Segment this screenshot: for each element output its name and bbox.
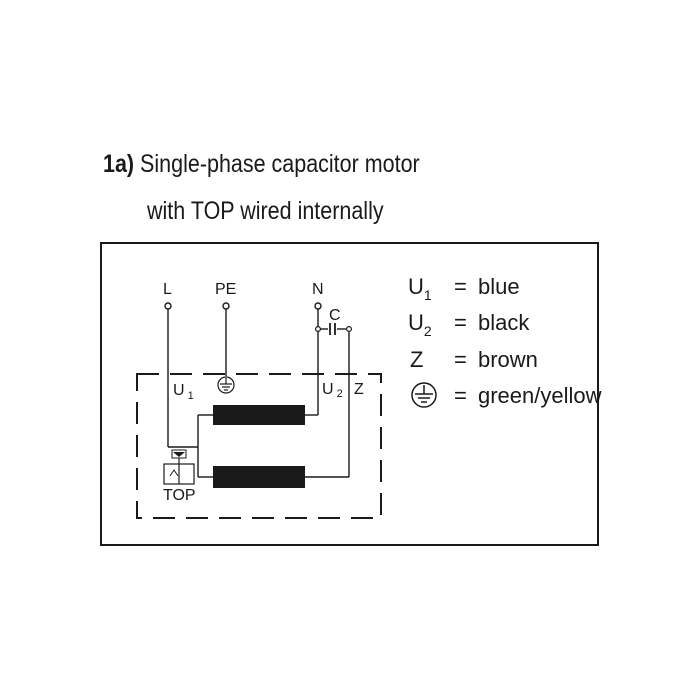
capacitor-dot-right (346, 326, 353, 333)
legend-row-1-eq: = (454, 274, 467, 299)
winding-coil-upper (213, 405, 305, 425)
heading-line-2: with TOP wired internally (147, 197, 384, 225)
terminal-l-circle (164, 302, 172, 310)
legend-row-2-symbol: U2 (408, 310, 432, 339)
terminal-label-l: L (163, 281, 172, 298)
thermal-protector-label: TOP (163, 487, 196, 504)
winding-label-z: Z (354, 381, 364, 398)
motor-housing-dashed (136, 373, 382, 519)
heading-number: 1a) (103, 150, 135, 178)
legend-row-3-symbol: Z (410, 347, 423, 372)
legend-row-3-color: brown (478, 347, 538, 372)
legend-row-4-color: green/yellow (478, 383, 602, 408)
earth-ground-icon (217, 376, 235, 394)
legend-row-1-symbol: U1 (408, 274, 432, 303)
legend-row-2-color: black (478, 310, 530, 335)
diagram-heading: 1a) Single-phase capacitor motor (103, 152, 420, 177)
terminal-pe-circle (222, 302, 230, 310)
legend: U1 = blue U2 = black Z = brown = green/y… (408, 274, 602, 408)
legend-row-4-eq: = (454, 383, 467, 408)
terminal-label-pe: PE (215, 281, 236, 298)
capacitor-label-c: C (329, 307, 341, 324)
heading-line-1: Single-phase capacitor motor (140, 150, 420, 178)
legend-row-1-color: blue (478, 274, 520, 299)
winding-coil-lower (213, 466, 305, 488)
legend-row-2-eq: = (454, 310, 467, 335)
capacitor-dot-left (315, 326, 322, 333)
legend-row-3-eq: = (454, 347, 467, 372)
terminal-label-n: N (312, 281, 324, 298)
thermal-protector-icon (163, 449, 195, 485)
legend-earth-ground-icon (411, 382, 437, 408)
diagram-frame (100, 242, 599, 546)
terminal-n-circle (314, 302, 322, 310)
